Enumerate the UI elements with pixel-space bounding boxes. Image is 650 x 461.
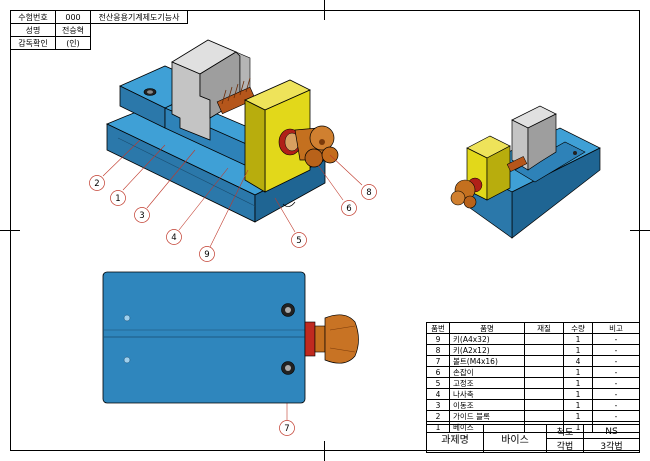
callout-8: 8 (361, 184, 377, 200)
course-name: 전산응용기계제도기능사 (90, 10, 188, 24)
callout-7: 7 (279, 420, 295, 436)
callout-label: 3 (139, 211, 144, 221)
part-material (524, 355, 564, 367)
part-name: 가이드 블록 (449, 410, 525, 422)
part-qty: 1 (563, 399, 593, 411)
part-no: 9 (426, 333, 450, 345)
callout-1: 1 (110, 190, 126, 206)
part-note: - (592, 344, 640, 356)
part-name: 고정조 (449, 377, 525, 389)
subject-label: 과제명 (426, 424, 484, 453)
part-material (524, 377, 564, 389)
part-qty: 1 (563, 388, 593, 400)
part-name: 볼트(M4x16) (449, 355, 525, 367)
callout-6: 6 (341, 200, 357, 216)
part-material (524, 344, 564, 356)
info-block: 수험번호 000 전산응용기계제도기능사 성명 전승혁 감독확인 (인) (10, 10, 188, 50)
scale-label: 척도 (546, 424, 584, 439)
handle (278, 125, 339, 168)
part-no: 2 (426, 410, 450, 422)
screw-thread (216, 77, 256, 115)
part-material (524, 410, 564, 422)
scale-value: NS (583, 424, 640, 439)
center-mark-top (324, 0, 325, 20)
part-material (524, 333, 564, 345)
part-note: - (592, 388, 640, 400)
part-name: 손잡이 (449, 366, 525, 378)
callout-9: 9 (199, 246, 215, 262)
part-qty: 1 (563, 377, 593, 389)
projection-value: 3각법 (583, 438, 640, 453)
callout-label: 4 (171, 233, 176, 243)
part-material (524, 388, 564, 400)
part-name: 키(A4x32) (449, 333, 525, 345)
isometric-view-secondary (450, 105, 601, 239)
part-note: - (592, 377, 640, 389)
fixed-jaw-side (244, 99, 266, 193)
callout-label: 9 (204, 250, 209, 260)
center-mark-left (0, 230, 20, 231)
title-block: 과제명 바이스 척도 NS 각법 3각법 (426, 424, 640, 453)
callout-4: 4 (166, 229, 182, 245)
subject-value: 바이스 (483, 424, 547, 453)
part-material (524, 366, 564, 378)
part-no: 8 (426, 344, 450, 356)
callout-label: 6 (346, 204, 351, 214)
part-name: 키(A2x12) (449, 344, 525, 356)
part-note: - (592, 410, 640, 422)
parts-list-header: 품번 품명 재질 수량 비고 (426, 322, 640, 334)
part-name: 나사축 (449, 388, 525, 400)
part-note: - (592, 399, 640, 411)
callout-label: 1 (115, 194, 120, 204)
supervisor-value: (인) (55, 36, 91, 50)
isometric-view-main (106, 39, 339, 223)
callouts-main (102, 139, 363, 420)
part-no: 5 (426, 377, 450, 389)
col-name: 품명 (449, 322, 525, 334)
top-view-base (102, 271, 306, 404)
center-mark-bottom (324, 441, 325, 461)
callout-5: 5 (291, 232, 307, 248)
center-mark-right (630, 230, 650, 231)
part-qty: 1 (563, 344, 593, 356)
part-qty: 1 (563, 366, 593, 378)
callout-2: 2 (89, 175, 105, 191)
part-material (524, 399, 564, 411)
part-no: 7 (426, 355, 450, 367)
projection-label: 각법 (546, 438, 584, 453)
col-note: 비고 (592, 322, 640, 334)
part-name: 이동조 (449, 399, 525, 411)
part-no: 4 (426, 388, 450, 400)
part-qty: 1 (563, 410, 593, 422)
part-qty: 4 (563, 355, 593, 367)
part-note: - (592, 355, 640, 367)
supervisor-label: 감독확인 (10, 36, 56, 50)
callout-label: 8 (366, 188, 371, 198)
col-qty: 수량 (563, 322, 593, 334)
part-no: 6 (426, 366, 450, 378)
callout-3: 3 (134, 207, 150, 223)
part-qty: 1 (563, 333, 593, 345)
col-material: 재질 (524, 322, 564, 334)
top-view (102, 271, 359, 404)
callout-label: 2 (94, 179, 99, 189)
col-no: 품번 (426, 322, 450, 334)
part-note: - (592, 333, 640, 345)
callout-label: 5 (296, 236, 301, 246)
part-no: 3 (426, 399, 450, 411)
callout-balloons: 2 1 3 4 9 5 6 8 7 (89, 175, 377, 436)
part-note: - (592, 366, 640, 378)
callout-label: 7 (284, 424, 289, 434)
